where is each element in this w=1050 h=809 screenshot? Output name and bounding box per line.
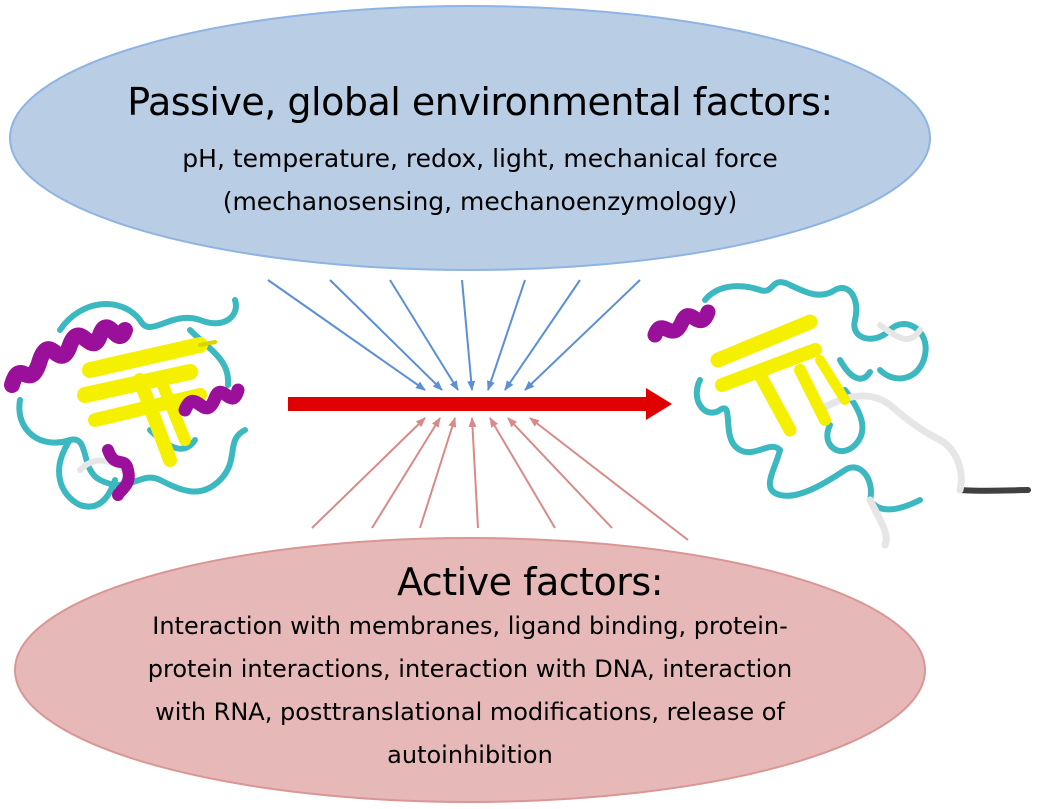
active-factors-title: Active factors: [396,560,664,604]
active-factors-line: Interaction with membranes, ligand bindi… [152,612,788,640]
active-factors-line: autoinhibition [387,741,553,769]
passive-arrow-7 [524,279,641,391]
passive-arrow-2 [329,279,443,391]
active-arrow-7 [529,417,689,541]
active-arrow-3 [419,417,457,529]
transition-arrow [288,388,672,420]
active-arrow-6 [507,417,613,529]
active-arrow-5 [489,417,556,529]
folded-protein-structure [4,297,248,510]
active-arrow-1 [311,417,426,529]
active-arrows [311,417,689,541]
active-arrow-4 [468,417,479,529]
unfolded-protein-structure [647,279,1031,549]
active-factors-ellipse [14,537,926,803]
passive-arrow-4 [461,279,476,391]
passive-arrow-6 [504,279,581,391]
passive-arrow-5 [487,279,526,391]
passive-factors-line: pH, temperature, redox, light, mechanica… [182,144,778,173]
passive-factors-ellipse [9,5,931,271]
passive-arrow-1 [267,279,426,391]
passive-factors-title: Passive, global environmental factors: [127,80,833,124]
passive-arrows [267,279,641,391]
passive-arrow-3 [389,279,459,391]
active-factors-line: with RNA, posttranslational modification… [155,698,785,726]
active-factors-line: protein interactions, interaction with D… [147,655,793,683]
passive-factors-line: (mechanosensing, mechanoenzymology) [222,187,738,216]
active-arrow-2 [371,417,441,529]
